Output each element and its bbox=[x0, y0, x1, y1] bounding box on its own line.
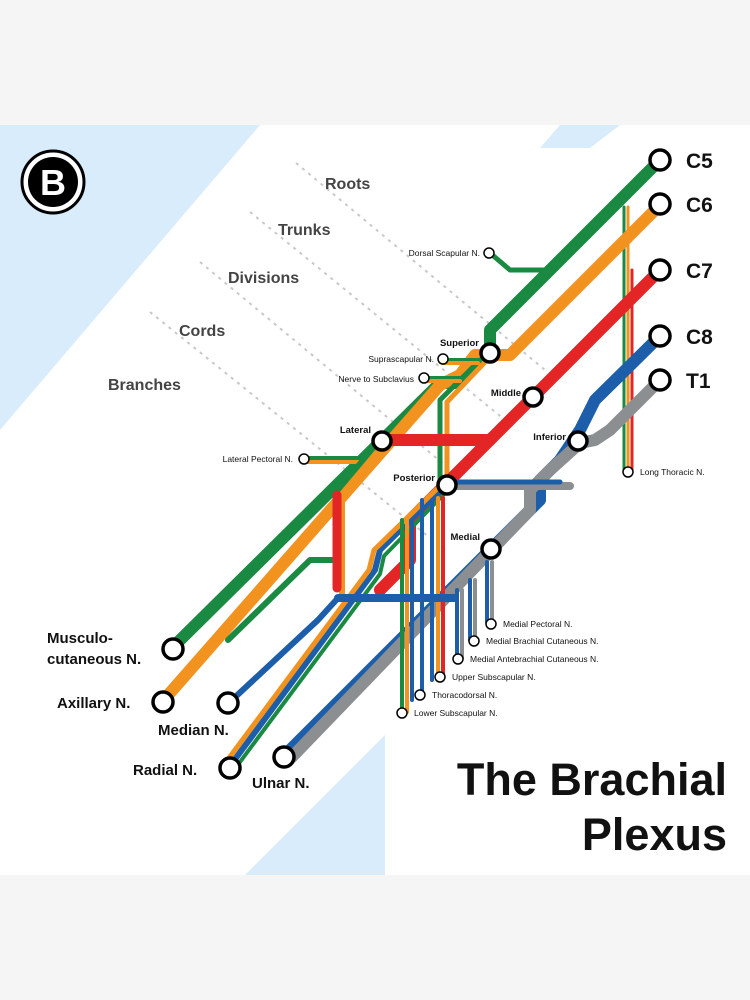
lower-subscapular-node bbox=[396, 707, 408, 719]
trunk-label-middle: Middle bbox=[491, 388, 521, 399]
dorsal-scapular-line bbox=[487, 250, 548, 273]
category-branches: Branches bbox=[108, 377, 181, 394]
root-c6-node bbox=[648, 192, 672, 216]
musculocutaneous-node bbox=[161, 637, 185, 661]
label-musculocutaneous-line1: Musculo- bbox=[47, 630, 113, 647]
medial-antebrachial-cutaneous-node bbox=[452, 653, 464, 665]
title-line2: Plexus bbox=[582, 809, 727, 860]
medial-brachial-cutaneous-node bbox=[468, 635, 480, 647]
cord-lateral-node bbox=[371, 430, 393, 452]
label-radial: Radial N. bbox=[133, 762, 197, 779]
medial-pectoral-node bbox=[485, 618, 497, 630]
category-roots: Roots bbox=[325, 176, 370, 193]
label-medial-brachial-cutaneous: Medial Brachial Cutaneous N. bbox=[486, 636, 598, 646]
category-trunks: Trunks bbox=[278, 222, 331, 239]
root-label-c6: C6 bbox=[686, 194, 713, 217]
light-blue-band-bottom bbox=[245, 735, 385, 875]
trunk-label-inferior: Inferior bbox=[533, 432, 566, 443]
label-ulnar: Ulnar N. bbox=[252, 775, 310, 792]
radial-node bbox=[218, 756, 242, 780]
root-c7-node bbox=[648, 258, 672, 282]
label-lower-subscapular: Lower Subscapular N. bbox=[414, 708, 498, 718]
thoracodorsal-node bbox=[414, 689, 426, 701]
cord-label-posterior: Posterior bbox=[393, 473, 435, 484]
root-labels: C5 C6 C7 C8 T1 bbox=[686, 150, 713, 393]
label-long-thoracic: Long Thoracic N. bbox=[640, 467, 705, 477]
logo-letter: B bbox=[40, 162, 66, 203]
light-blue-band-right bbox=[540, 125, 620, 148]
root-label-c5: C5 bbox=[686, 150, 713, 173]
label-axillary: Axillary N. bbox=[57, 695, 130, 712]
category-divisions: Divisions bbox=[228, 270, 299, 287]
cord-posterior-node bbox=[436, 474, 458, 496]
axillary-node bbox=[151, 690, 175, 714]
label-nerve-to-subclavius: Nerve to Subclavius bbox=[338, 374, 414, 384]
cord-label-medial: Medial bbox=[450, 532, 480, 543]
suprascapular-node bbox=[437, 353, 449, 365]
root-t1-node bbox=[648, 368, 672, 392]
median-node bbox=[216, 691, 240, 715]
label-lateral-pectoral: Lateral Pectoral N. bbox=[223, 454, 293, 464]
root-c8-node bbox=[648, 324, 672, 348]
nodes bbox=[151, 148, 672, 780]
b-logo-icon: B bbox=[20, 149, 86, 215]
lateral-pectoral-node bbox=[298, 453, 310, 465]
t1-main-line bbox=[286, 374, 666, 763]
title-line1: The Brachial bbox=[457, 754, 727, 805]
category-cords: Cords bbox=[179, 323, 225, 340]
nerve-lines bbox=[156, 154, 666, 772]
trunk-superior-node bbox=[479, 342, 501, 364]
trunk-cord-labels: Superior Middle Inferior Lateral Posteri… bbox=[340, 338, 566, 543]
trunk-label-superior: Superior bbox=[440, 338, 479, 349]
ulnar-node bbox=[272, 745, 296, 769]
long-thoracic-node bbox=[622, 466, 634, 478]
upper-subscapular-node bbox=[434, 671, 446, 683]
root-c5-node bbox=[648, 148, 672, 172]
root-label-t1: T1 bbox=[686, 370, 711, 393]
cord-label-lateral: Lateral bbox=[340, 425, 371, 436]
trunk-middle-node bbox=[522, 386, 544, 408]
poster-title: The Brachial Plexus bbox=[457, 754, 727, 860]
root-label-c7: C7 bbox=[686, 260, 713, 283]
label-thoracodorsal: Thoracodorsal N. bbox=[432, 690, 497, 700]
minor-branch-labels: Dorsal Scapular N. Suprascapular N. Nerv… bbox=[223, 248, 705, 718]
nerve-to-subclavius-node bbox=[418, 372, 430, 384]
label-median: Median N. bbox=[158, 722, 229, 739]
trunk-inferior-node bbox=[567, 430, 589, 452]
label-musculocutaneous-line2: cutaneous N. bbox=[47, 651, 141, 668]
dorsal-scapular-node bbox=[483, 247, 495, 259]
label-upper-subscapular: Upper Subscapular N. bbox=[452, 672, 536, 682]
label-dorsal-scapular: Dorsal Scapular N. bbox=[409, 248, 480, 258]
category-labels: Roots Trunks Divisions Cords Branches bbox=[108, 176, 370, 394]
root-label-c8: C8 bbox=[686, 326, 713, 349]
label-medial-pectoral: Medial Pectoral N. bbox=[503, 619, 572, 629]
terminal-branch-labels: Musculo- cutaneous N. Axillary N. Median… bbox=[47, 630, 310, 792]
cord-medial-node bbox=[480, 538, 502, 560]
label-suprascapular: Suprascapular N. bbox=[368, 354, 434, 364]
label-medial-antebrachial-cutaneous: Medial Antebrachial Cutaneous N. bbox=[470, 654, 599, 664]
